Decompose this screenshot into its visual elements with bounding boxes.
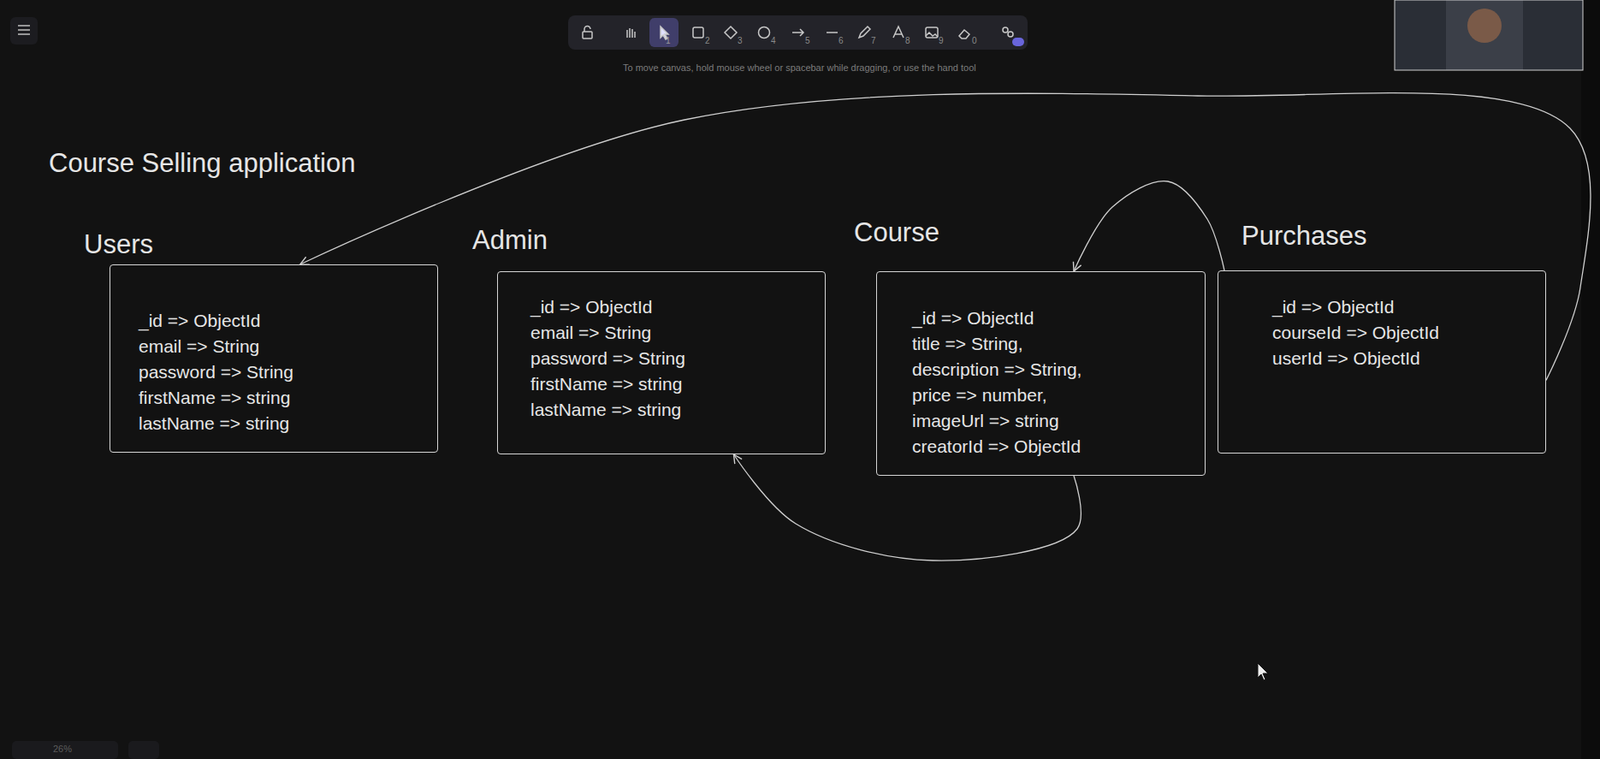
diagram-title: Course Selling application [48, 148, 356, 179]
field-line: userId => ObjectId [1272, 345, 1546, 372]
menu-icon [17, 25, 30, 35]
field-line: _id => ObjectId [912, 305, 1205, 332]
field-line: courseId => ObjectId [1272, 320, 1546, 346]
entity-heading: Course [853, 217, 940, 249]
field-line: title => String, [912, 331, 1205, 357]
field-line: _id => ObjectId [530, 294, 825, 320]
webcam-frame [1394, 0, 1583, 71]
relation-arrow [300, 93, 1591, 381]
field-line: firstName => string [530, 371, 825, 398]
field-line: password => String [138, 359, 438, 386]
undo-bar [128, 740, 160, 759]
selected-tool [649, 17, 679, 48]
webcam-person [1445, 0, 1523, 71]
side-strip [1581, 0, 1600, 759]
field-line: _id => ObjectId [138, 308, 438, 334]
toolbar [568, 15, 1028, 50]
entity-box: Users_id => ObjectIdemail => Stringpassw… [109, 264, 439, 453]
zoom-bar [11, 740, 119, 759]
canvas-hint: To move canvas, hold mouse wheel or spac… [622, 62, 977, 73]
field-line: creatorId => ObjectId [912, 433, 1205, 460]
field-line: _id => ObjectId [1272, 294, 1546, 320]
mouse-cursor [1257, 663, 1269, 681]
menu-button [10, 17, 38, 45]
field-line: price => number, [912, 382, 1205, 409]
field-line: description => String, [912, 356, 1205, 383]
tool-shortcut: 7 [871, 35, 877, 46]
tool-shortcut: 9 [938, 35, 944, 46]
webcam-overlay [1394, 0, 1583, 71]
tool-shortcut: 1 [665, 35, 671, 46]
field-line: password => String [530, 345, 825, 372]
entity-box: Purchases_id => ObjectIdcourseId => Obje… [1217, 270, 1547, 454]
field-line: imageUrl => string [912, 408, 1205, 434]
tool-shortcut: 6 [838, 35, 844, 46]
ai-badge [1012, 37, 1025, 47]
tool-shortcut: 2 [705, 35, 711, 46]
field-line: lastName => string [530, 397, 825, 423]
relation-arrow [1073, 181, 1225, 272]
tool-shortcut: 3 [737, 35, 743, 46]
entity-heading: Users [83, 229, 154, 261]
zoom-level: 26% [53, 743, 72, 754]
field-line: firstName => string [138, 385, 438, 411]
tool-shortcut: 4 [770, 35, 777, 46]
tool-shortcut: 5 [805, 35, 811, 46]
webcam-face [1467, 8, 1502, 43]
tool-shortcut: 0 [971, 35, 978, 46]
field-line: email => String [138, 333, 438, 360]
entity-box: Admin_id => ObjectIdemail => Stringpassw… [497, 271, 826, 455]
field-line: lastName => string [138, 410, 438, 437]
relation-arrow [733, 454, 1081, 561]
entity-heading: Purchases [1241, 220, 1367, 252]
tool-icons [582, 26, 1014, 41]
entity-heading: Admin [472, 225, 548, 256]
tool-shortcut: 8 [905, 35, 911, 46]
entity-box: Course_id => ObjectIdtitle => String,des… [876, 271, 1206, 476]
field-line: email => String [530, 320, 825, 346]
